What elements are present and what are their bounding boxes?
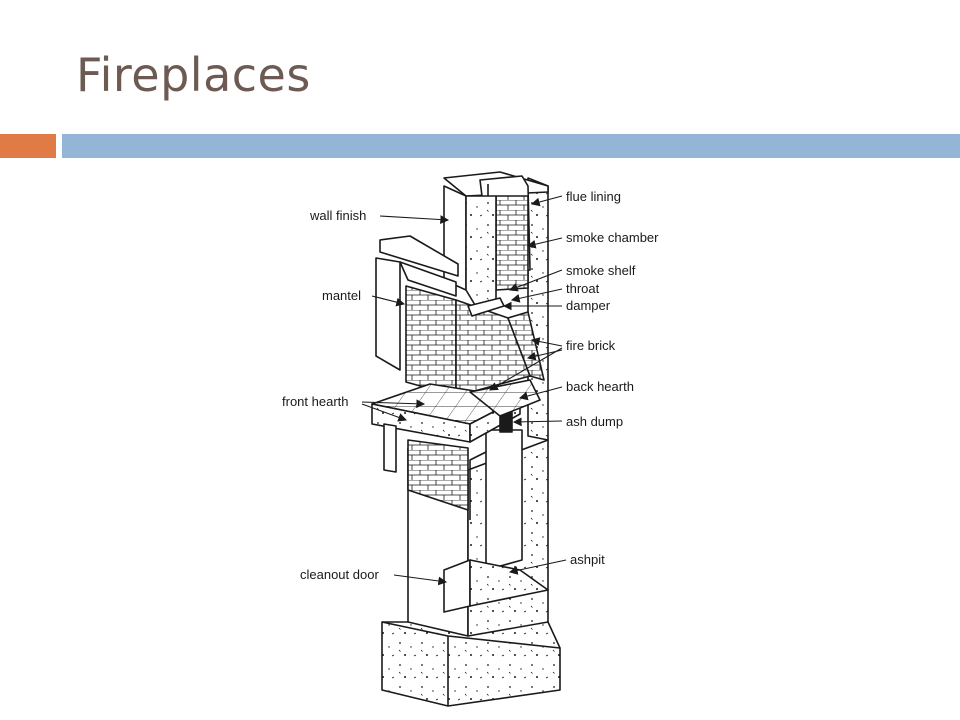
label-ash-dump: ash dump bbox=[566, 414, 623, 429]
ash-dump bbox=[499, 411, 513, 433]
leader-smoke-chamber bbox=[526, 237, 563, 249]
chimney-structure bbox=[371, 171, 561, 707]
label-wall-finish: wall finish bbox=[309, 208, 366, 223]
title-accent-bar bbox=[0, 134, 56, 158]
leader-wall-finish bbox=[379, 215, 450, 224]
leader-ashpit bbox=[508, 559, 567, 575]
cleanout-door bbox=[443, 559, 471, 613]
leader-ash-dump bbox=[512, 417, 563, 427]
leader-fire-brick-2 bbox=[489, 347, 563, 391]
leader-fire-brick-3 bbox=[526, 349, 563, 361]
title-rule-bar bbox=[62, 134, 960, 158]
leader-cleanout-door bbox=[393, 574, 448, 586]
label-damper: damper bbox=[566, 298, 611, 313]
under-hearth-brick bbox=[407, 439, 469, 511]
leader-lines bbox=[361, 195, 567, 586]
diagram-labels: flue lining smoke chamber smoke shelf th… bbox=[282, 189, 659, 582]
leader-front-hearth-1 bbox=[361, 399, 426, 409]
leader-smoke-shelf bbox=[508, 269, 563, 292]
label-ashpit: ashpit bbox=[570, 552, 605, 567]
mantel-shelf bbox=[379, 235, 459, 277]
leader-throat bbox=[510, 288, 563, 303]
label-cleanout-door: cleanout door bbox=[300, 567, 379, 582]
label-mantel: mantel bbox=[322, 288, 361, 303]
leader-flue-lining bbox=[530, 195, 563, 207]
label-throat: throat bbox=[566, 281, 600, 296]
leader-back-hearth bbox=[518, 386, 563, 401]
label-flue-lining: flue lining bbox=[566, 189, 621, 204]
label-front-hearth: front hearth bbox=[282, 394, 349, 409]
ashpit-shaft bbox=[485, 429, 523, 571]
label-smoke-shelf: smoke shelf bbox=[566, 263, 636, 278]
smoke-chamber bbox=[495, 195, 529, 291]
leader-fire-brick-1 bbox=[530, 337, 563, 347]
firebox-right-brick bbox=[507, 311, 545, 381]
back-hearth bbox=[469, 379, 541, 417]
hearth-support bbox=[383, 423, 397, 473]
slide-title: Fireplaces bbox=[76, 48, 311, 102]
label-back-hearth: back hearth bbox=[566, 379, 634, 394]
mantel-front bbox=[375, 257, 401, 371]
wall-concrete bbox=[465, 195, 497, 311]
label-fire-brick: fire brick bbox=[566, 338, 616, 353]
firebox-side-brick bbox=[405, 285, 457, 397]
leader-mantel bbox=[371, 295, 406, 307]
leader-front-hearth-2 bbox=[361, 403, 408, 422]
label-smoke-chamber: smoke chamber bbox=[566, 230, 659, 245]
